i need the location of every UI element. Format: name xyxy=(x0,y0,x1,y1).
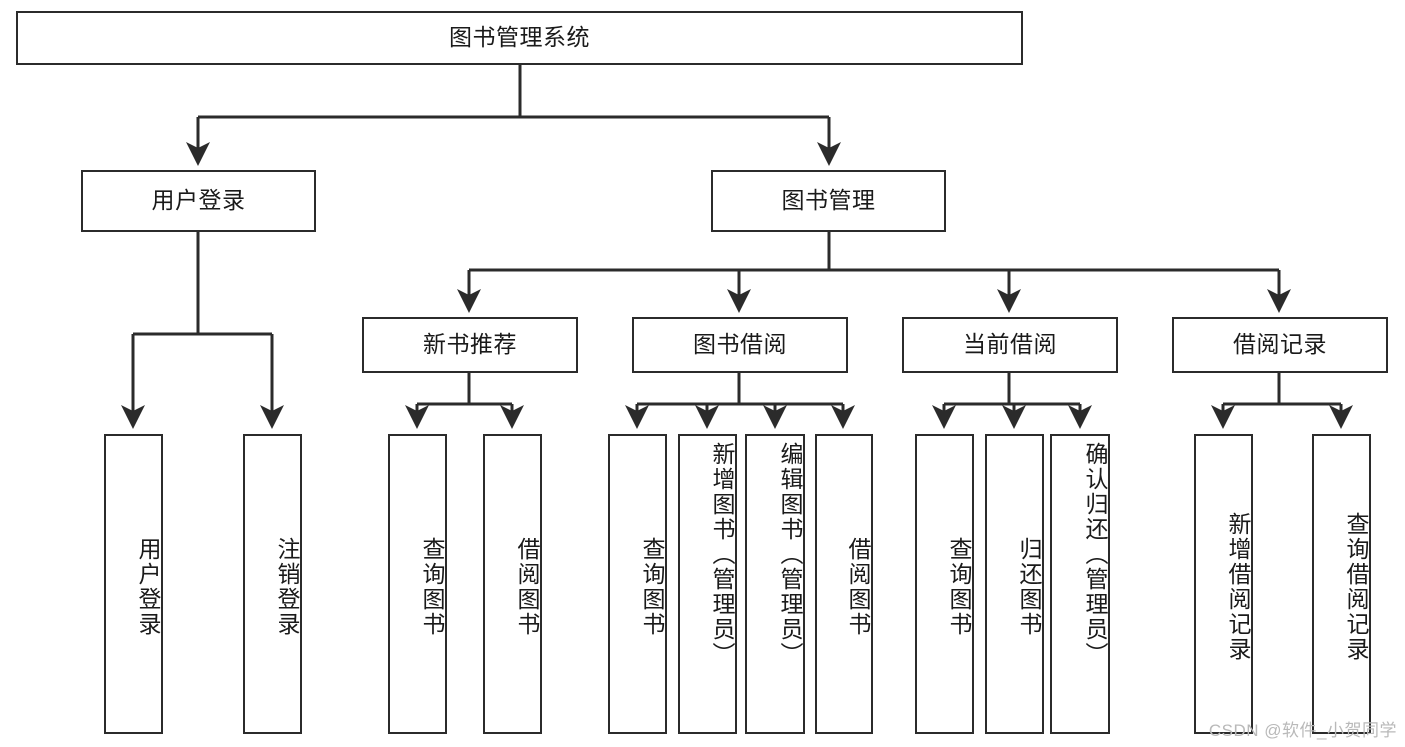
node-leaf-logout-login[interactable]: 注销登录 xyxy=(243,434,302,734)
node-book-borrow[interactable]: 图书借阅 xyxy=(632,317,848,373)
node-leaf-edit-book[interactable]: 编辑图书（管理员） xyxy=(745,434,805,734)
node-leaf-return-book[interactable]: 归还图书 xyxy=(985,434,1044,734)
node-leaf-user-login[interactable]: 用户登录 xyxy=(104,434,163,734)
csdn-watermark: CSDN @软件_小贺同学 xyxy=(1208,721,1397,740)
node-label: 注销登录 xyxy=(274,537,300,637)
node-label: 借阅图书 xyxy=(514,537,540,637)
node-leaf-borrow-book-2[interactable]: 借阅图书 xyxy=(815,434,873,734)
node-label: 新增借阅记录 xyxy=(1225,512,1251,662)
node-label: 当前借阅 xyxy=(963,331,1057,358)
node-label: 用户登录 xyxy=(135,537,161,637)
node-leaf-add-book[interactable]: 新增图书（管理员） xyxy=(678,434,737,734)
node-label: 借阅图书 xyxy=(845,537,871,637)
node-borrow-record[interactable]: 借阅记录 xyxy=(1172,317,1388,373)
node-label: 查询图书 xyxy=(419,537,445,637)
node-label: 查询图书 xyxy=(639,537,665,637)
node-new-book-recommend[interactable]: 新书推荐 xyxy=(362,317,578,373)
node-leaf-borrow-book-1[interactable]: 借阅图书 xyxy=(483,434,542,734)
node-label: 新增图书（管理员） xyxy=(709,442,735,667)
node-label: 借阅记录 xyxy=(1233,331,1327,358)
node-label: 图书管理 xyxy=(781,187,876,214)
node-user-login[interactable]: 用户登录 xyxy=(81,170,316,232)
node-book-manage[interactable]: 图书管理 xyxy=(711,170,946,232)
node-leaf-query-book-2[interactable]: 查询图书 xyxy=(608,434,667,734)
node-leaf-add-record[interactable]: 新增借阅记录 xyxy=(1194,434,1253,734)
node-leaf-confirm-return[interactable]: 确认归还（管理员） xyxy=(1050,434,1110,734)
node-label: 归还图书 xyxy=(1016,537,1042,637)
node-label: 编辑图书（管理员） xyxy=(777,442,803,667)
node-leaf-query-record[interactable]: 查询借阅记录 xyxy=(1312,434,1371,734)
node-label: 查询借阅记录 xyxy=(1343,512,1369,662)
node-label: 图书管理系统 xyxy=(449,24,590,51)
node-label: 新书推荐 xyxy=(423,331,517,358)
node-label: 查询图书 xyxy=(946,537,972,637)
node-leaf-query-book-1[interactable]: 查询图书 xyxy=(388,434,447,734)
node-current-borrow[interactable]: 当前借阅 xyxy=(902,317,1118,373)
node-label: 确认归还（管理员） xyxy=(1082,442,1108,667)
node-label: 用户登录 xyxy=(151,187,246,214)
node-leaf-query-book-3[interactable]: 查询图书 xyxy=(915,434,974,734)
node-label: 图书借阅 xyxy=(693,331,787,358)
node-root-book-management-system[interactable]: 图书管理系统 xyxy=(16,11,1023,65)
